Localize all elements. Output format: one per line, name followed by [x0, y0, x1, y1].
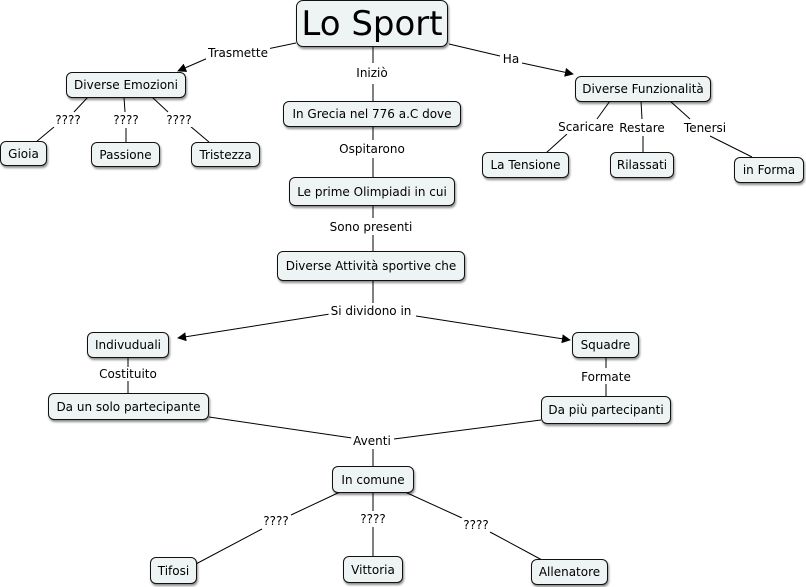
link-label-restare: Restare: [617, 121, 667, 135]
link-label-tenersi: Tenersi: [681, 121, 729, 135]
link-label-trasmette: Trasmette: [206, 46, 270, 60]
node-gioia: Gioia: [0, 141, 47, 166]
node-prime-olimpiadi: Le prime Olimpiadi in cui: [289, 177, 455, 206]
node-da-un-solo-partecipante: Da un solo partecipante: [48, 393, 209, 420]
link-label-costituito: Costituito: [97, 367, 159, 381]
node-vittoria: Vittoria: [343, 556, 403, 583]
link-label-si-dividono-in: Si dividono in: [328, 304, 414, 318]
node-diverse-emozioni: Diverse Emozioni: [66, 72, 186, 98]
link-label-vittoria: ????: [358, 512, 388, 526]
node-la-tensione: La Tensione: [482, 152, 569, 178]
link-label-tifosi: ????: [261, 514, 291, 528]
node-rilassati: Rilassati: [610, 152, 674, 178]
link-label-allenatore: ????: [461, 518, 491, 532]
node-tristezza: Tristezza: [191, 142, 260, 167]
node-in-forma: in Forma: [734, 157, 804, 183]
link-label-scaricare: Scaricare: [556, 120, 616, 134]
link-label-tristezza: ????: [164, 113, 194, 127]
node-in-grecia: In Grecia nel 776 a.C dove: [283, 101, 461, 127]
node-tifosi: Tifosi: [150, 557, 197, 584]
node-squadre: Squadre: [572, 332, 639, 358]
link-label-ospitarono: Ospitarono: [337, 142, 407, 156]
node-allenatore: Allenatore: [531, 559, 608, 585]
link-label-formate: Formate: [579, 370, 633, 384]
node-in-comune: In comune: [332, 466, 414, 493]
link-label-inizio: Iniziò: [354, 66, 390, 80]
node-passione: Passione: [91, 142, 160, 167]
node-diverse-attivita: Diverse Attività sportive che: [277, 251, 465, 281]
node-individuali: Indivuduali: [87, 332, 169, 358]
node-lo-sport: Lo Sport: [296, 0, 448, 47]
link-label-passione: ????: [111, 113, 141, 127]
link-label-gioia: ????: [53, 113, 83, 127]
node-da-piu-partecipanti: Da più partecipanti: [541, 396, 671, 424]
link-label-sono-presenti: Sono presenti: [327, 220, 415, 234]
link-label-aventi: Aventi: [351, 434, 393, 448]
link-label-ha: Ha: [500, 52, 522, 66]
node-diverse-funzionalita: Diverse Funzionalità: [575, 76, 711, 102]
